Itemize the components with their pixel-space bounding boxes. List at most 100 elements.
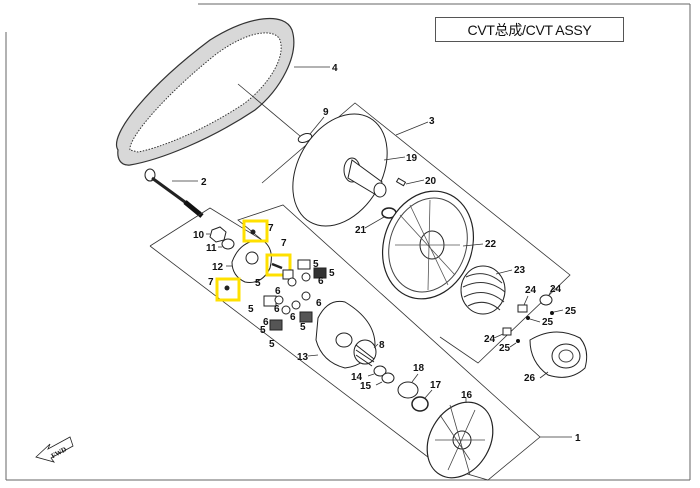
- callout-13: 13: [297, 352, 309, 363]
- highlight-box: [265, 253, 292, 277]
- callout-15: 15: [360, 381, 372, 392]
- spider-part[interactable]: [231, 239, 272, 283]
- fastener-7b[interactable]: [271, 262, 283, 270]
- roller-set[interactable]: [274, 272, 311, 315]
- callout-5e: 5: [300, 322, 306, 333]
- roller-24a[interactable]: [517, 304, 528, 313]
- callout-18: 18: [413, 363, 425, 374]
- callout-6c: 6: [316, 298, 322, 309]
- leader-line: [395, 121, 429, 136]
- group-outline-edge: [149, 245, 446, 471]
- leader-line: [367, 373, 375, 377]
- leader-line: [411, 373, 419, 383]
- leader-line: [553, 309, 564, 313]
- callout-9: 9: [323, 107, 329, 118]
- pin-part[interactable]: [395, 177, 407, 187]
- callout-5c: 5: [255, 278, 261, 289]
- leader-line: [529, 318, 541, 323]
- callout-16: 16: [461, 390, 473, 401]
- callout-1: 1: [575, 433, 581, 444]
- highlight-box: [215, 277, 241, 302]
- callout-5g: 5: [260, 325, 266, 336]
- page-frame: [5, 3, 691, 481]
- callout-8: 8: [379, 340, 385, 351]
- callout-10: 10: [193, 230, 205, 241]
- callout-17: 17: [430, 380, 442, 391]
- leader-line: [383, 156, 406, 161]
- title-box: CVT总成/CVT ASSY: [435, 17, 624, 42]
- nut-part[interactable]: [209, 226, 227, 243]
- leader-line: [364, 216, 385, 229]
- leader-line: [373, 343, 379, 349]
- callout-6a: 6: [275, 286, 281, 297]
- slider-set[interactable]: [263, 259, 327, 331]
- callout-6e: 6: [290, 312, 296, 323]
- callout-21: 21: [355, 225, 367, 236]
- screw-25b[interactable]: [550, 311, 554, 315]
- leader-line: [462, 243, 484, 247]
- callout-20: 20: [425, 176, 437, 187]
- callout-6f: 6: [274, 304, 280, 315]
- callout-11: 11: [206, 243, 217, 254]
- fastener-7a[interactable]: [250, 229, 256, 235]
- leader-line: [523, 295, 529, 306]
- leader-line: [307, 354, 319, 357]
- callout-7a: 7: [268, 223, 274, 234]
- driven-movable-sheave-part[interactable]: [368, 178, 488, 311]
- callout-26: 26: [524, 373, 536, 384]
- callout-5d: 5: [248, 304, 254, 315]
- leader-line: [237, 83, 301, 137]
- fastener-7c[interactable]: [224, 285, 230, 291]
- leader-line: [539, 371, 549, 379]
- callout-25c: 25: [499, 343, 511, 354]
- callout-19: 19: [406, 153, 418, 164]
- callout-3: 3: [429, 116, 435, 127]
- screw-25a[interactable]: [526, 316, 530, 320]
- callout-25a: 25: [542, 317, 554, 328]
- highlight-box: [242, 219, 269, 243]
- roller-24c[interactable]: [502, 327, 512, 336]
- callout-5a: 5: [313, 259, 319, 270]
- driven-fixed-sheave-part[interactable]: [274, 97, 407, 243]
- ring-15-part[interactable]: [381, 372, 395, 384]
- callout-12: 12: [212, 262, 224, 273]
- callout-6d: 6: [263, 317, 269, 328]
- callout-5f: 5: [269, 339, 275, 350]
- leader-line: [405, 179, 425, 185]
- drive-belt[interactable]: [116, 17, 295, 166]
- bearing-part[interactable]: [397, 381, 419, 399]
- spring-8-part[interactable]: [353, 339, 377, 367]
- callout-25b: 25: [565, 306, 577, 317]
- washer-part[interactable]: [221, 238, 235, 250]
- ring-14-part[interactable]: [373, 365, 387, 377]
- leader-line: [495, 269, 513, 275]
- leader-line: [375, 381, 383, 386]
- torque-spring-part[interactable]: [460, 265, 506, 315]
- leader-line: [548, 286, 554, 296]
- callout-7b: 7: [281, 238, 287, 249]
- helix-cam-part[interactable]: [529, 331, 588, 378]
- bushing-part[interactable]: [411, 396, 429, 412]
- leader-line: [493, 333, 504, 339]
- roller-24b[interactable]: [539, 294, 553, 306]
- leader-line: [424, 389, 433, 399]
- callout-2: 2: [201, 177, 207, 188]
- o-ring-part[interactable]: [297, 132, 313, 144]
- group-outline-1: [149, 204, 541, 481]
- callout-7c: 7: [208, 277, 214, 288]
- bolt-part[interactable]: [144, 168, 204, 218]
- screw-25c[interactable]: [516, 339, 520, 343]
- leader-line: [509, 342, 517, 348]
- callout-24b: 24: [550, 284, 562, 295]
- callout-14: 14: [351, 372, 363, 383]
- callout-24c: 24: [484, 334, 496, 345]
- callout-5b: 5: [329, 268, 335, 279]
- callout-6b: 6: [318, 276, 324, 287]
- callout-23: 23: [514, 265, 526, 276]
- callout-24a: 24: [525, 285, 537, 296]
- leader-line: [309, 116, 325, 135]
- diagram-title: CVT总成/CVT ASSY: [467, 21, 592, 38]
- fwd-arrow-icon: FWD: [35, 436, 74, 463]
- fixed-sheave-part[interactable]: [414, 390, 506, 488]
